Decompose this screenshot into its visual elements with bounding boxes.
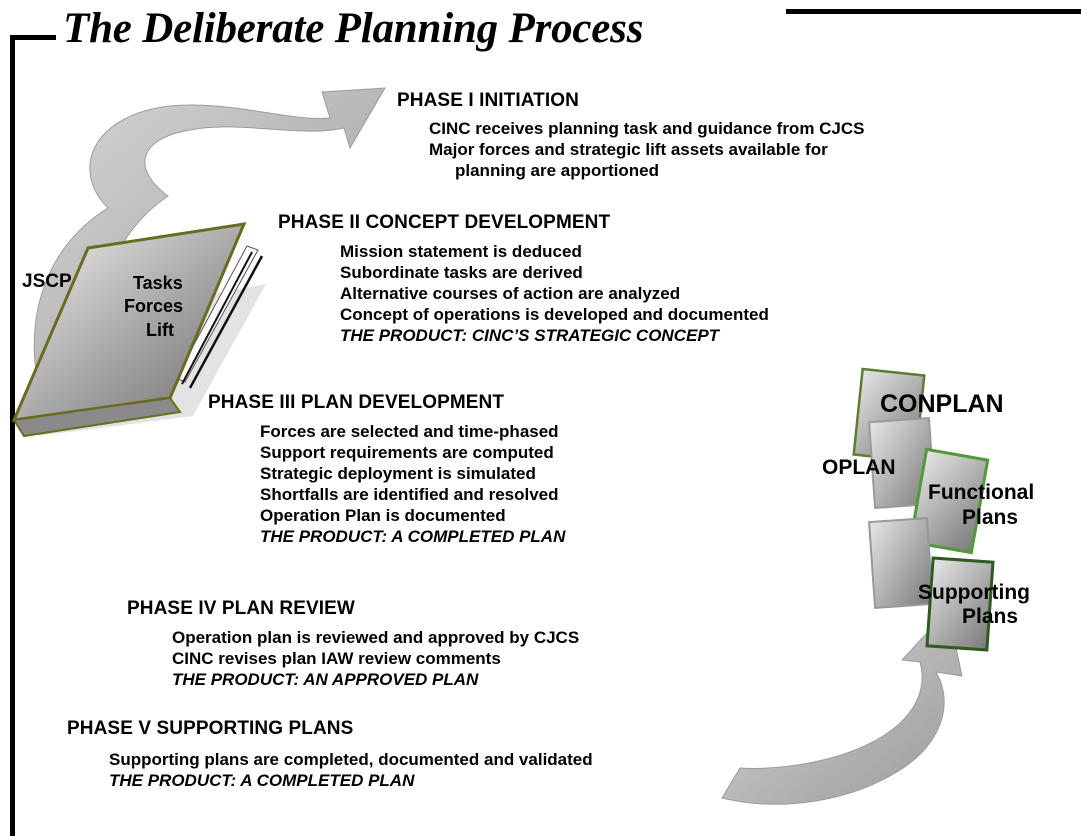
- phase-line: Operation plan is reviewed and approved …: [172, 628, 580, 647]
- phase-product: THE PRODUCT: AN APPROVED PLAN: [172, 670, 479, 689]
- phase-heading: PHASE II CONCEPT DEVELOPMENT: [278, 212, 611, 233]
- phase-heading: PHASE V SUPPORTING PLANS: [67, 718, 354, 739]
- phase-heading: PHASE I INITIATION: [397, 90, 579, 111]
- oplan-label: OPLAN: [822, 456, 896, 479]
- book-forces-label: Forces: [124, 296, 184, 316]
- phase-product: THE PRODUCT: A COMPLETED PLAN: [109, 771, 415, 790]
- phase-product: THE PRODUCT: CINC’S STRATEGIC CONCEPT: [340, 326, 720, 345]
- phase-1: PHASE I INITIATION CINC receives plannin…: [397, 90, 865, 181]
- phase-line: Forces are selected and time-phased: [260, 422, 559, 441]
- blank-plan-document: [868, 517, 934, 609]
- frame-top-left-line: [10, 35, 56, 40]
- phase-line: Strategic deployment is simulated: [260, 464, 536, 483]
- jscp-label: JSCP: [22, 271, 72, 292]
- page-title: The Deliberate Planning Process: [63, 5, 644, 52]
- phase-line: CINC receives planning task and guidance…: [429, 119, 865, 138]
- phase-line: Supporting plans are completed, document…: [109, 750, 593, 769]
- phase-line: Shortfalls are identified and resolved: [260, 485, 559, 504]
- frame-top-right-line: [786, 9, 1081, 14]
- supporting-plans-document: [925, 556, 995, 652]
- phase-line: planning are apportioned: [455, 161, 660, 180]
- supporting-plans-label: Plans: [962, 605, 1019, 628]
- frame-left-line: [10, 35, 15, 836]
- phase-line: Major forces and strategic lift assets a…: [429, 140, 828, 159]
- supporting-label: Supporting: [918, 581, 1030, 604]
- phase-product: THE PRODUCT: A COMPLETED PLAN: [260, 527, 566, 546]
- phase-4: PHASE IV PLAN REVIEW Operation plan is r…: [127, 598, 579, 690]
- phase-line: Operation Plan is documented: [260, 506, 506, 525]
- phase-heading: PHASE III PLAN DEVELOPMENT: [208, 392, 505, 413]
- phase-3: PHASE III PLAN DEVELOPMENT Forces are se…: [208, 392, 565, 547]
- top-curved-arrow: [33, 87, 386, 409]
- functional-label: Functional: [928, 481, 1035, 504]
- book-lift-label: Lift: [146, 320, 174, 340]
- phase-line: Alternative courses of action are analyz…: [340, 284, 681, 303]
- phase-2: PHASE II CONCEPT DEVELOPMENT Mission sta…: [278, 212, 769, 346]
- phase-line: Subordinate tasks are derived: [340, 263, 583, 282]
- phase-line: Mission statement is deduced: [340, 242, 582, 261]
- phase-heading: PHASE IV PLAN REVIEW: [127, 598, 355, 619]
- functional-plans-label: Plans: [962, 506, 1019, 529]
- phase-line: Concept of operations is developed and d…: [340, 305, 769, 324]
- phase-5: PHASE V SUPPORTING PLANS Supporting plan…: [67, 718, 593, 791]
- jscp-book: [11, 222, 266, 438]
- conplan-label: CONPLAN: [880, 390, 1004, 418]
- functional-plans-document: [908, 447, 990, 555]
- book-tasks-label: Tasks: [133, 273, 183, 293]
- phase-line: CINC revises plan IAW review comments: [172, 649, 501, 668]
- phase-line: Support requirements are computed: [260, 443, 554, 462]
